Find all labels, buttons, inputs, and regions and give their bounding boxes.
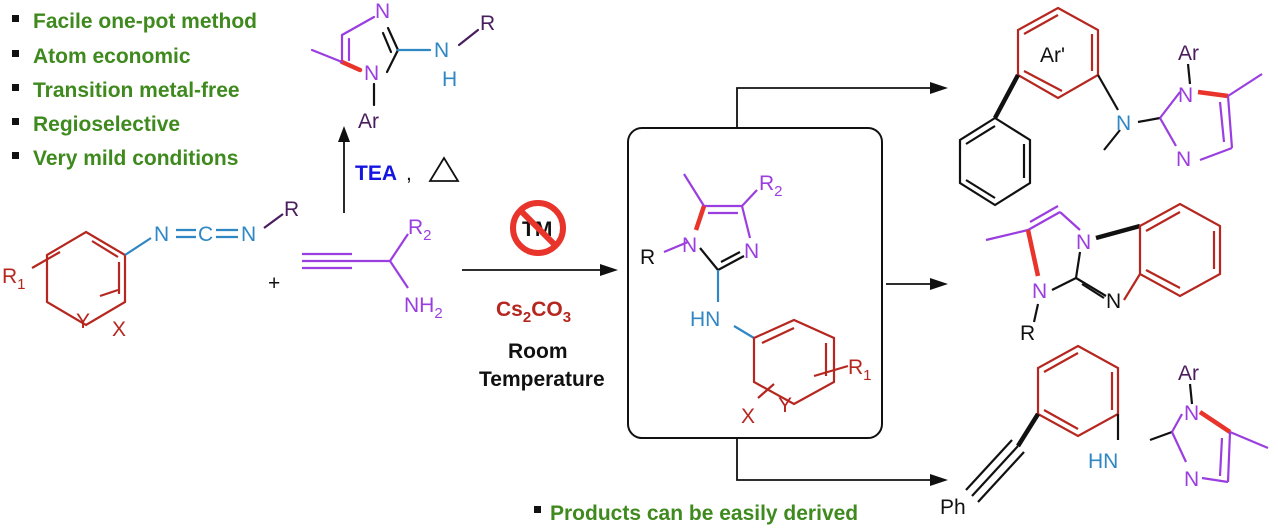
- atom-n: N: [241, 223, 256, 246]
- atom-ph: Ph: [940, 496, 966, 519]
- atom-n: N: [364, 62, 379, 85]
- base-label: Cs2CO3: [496, 298, 571, 326]
- arrow-to-top-product: [736, 87, 930, 128]
- heat-triangle-icon: [428, 156, 460, 182]
- product-biaryl-imidazole: [958, 6, 1263, 207]
- bullet-text: Regioselective: [33, 113, 180, 136]
- arrow-head: [930, 82, 948, 94]
- atom-ar: Ar: [1178, 42, 1199, 65]
- bullet-text: Transition metal-free: [33, 79, 240, 102]
- atom-n: N: [154, 223, 169, 246]
- product-imidazobenzimidazole: [985, 202, 1222, 323]
- arrow-to-bottom-product: [736, 438, 930, 481]
- reaction-arrow-head: [600, 264, 618, 276]
- atom-n: N: [1184, 468, 1199, 491]
- no-transition-metal-icon: TM: [510, 200, 566, 256]
- top-product-molecule: [310, 15, 480, 107]
- core-product-box: [627, 127, 883, 439]
- bottom-bullet-text: Products can be easily derived: [550, 502, 858, 525]
- atom-n: N: [682, 234, 697, 257]
- atom-h: H: [442, 68, 457, 91]
- atom-n: N: [1178, 84, 1193, 107]
- propargylamine-reactant: [302, 233, 409, 289]
- atom-hn: HN: [690, 308, 720, 331]
- atom-r: R: [480, 12, 495, 35]
- tea-separator: ,: [406, 162, 412, 185]
- atom-n: N: [1032, 280, 1047, 303]
- atom-r2: R2: [759, 172, 783, 200]
- atom-n: N: [1184, 402, 1199, 425]
- carbodiimide-reactant: [31, 213, 284, 327]
- atom-x: X: [741, 405, 755, 428]
- bullet-marker: [534, 506, 541, 513]
- atom-ar-prime: Ar': [1040, 44, 1065, 67]
- features-list: Facile one-pot method Atom economic Tran…: [12, 10, 257, 170]
- atom-r: R: [284, 198, 299, 221]
- bullet-text: Facile one-pot method: [33, 10, 257, 33]
- atom-r2: R2: [408, 216, 432, 244]
- bullet-marker: [12, 84, 19, 91]
- bullet-text: Atom economic: [33, 45, 191, 68]
- atom-n: N: [434, 39, 449, 62]
- arrow-head: [930, 278, 948, 290]
- core-product-molecule: [663, 173, 849, 406]
- atom-n: N: [744, 240, 759, 263]
- bullet-marker: [12, 50, 19, 57]
- product-alkynyl-aminoimidazole: [965, 344, 1269, 503]
- bullet-marker: [12, 15, 19, 22]
- bullet-text: Very mild conditions: [33, 147, 238, 170]
- atom-n: N: [375, 0, 390, 23]
- arrow-head: [930, 474, 948, 486]
- atom-nh2: NH2: [404, 294, 443, 322]
- atom-n: N: [1076, 231, 1091, 254]
- atom-hn: HN: [1088, 450, 1118, 473]
- plus-sign: +: [268, 272, 280, 295]
- atom-n: N: [1116, 112, 1131, 135]
- bullet-marker: [12, 152, 19, 159]
- atom-r1: R1: [2, 265, 26, 293]
- temperature-line1: Room: [508, 340, 568, 363]
- atom-r1: R1: [848, 356, 872, 384]
- atom-r: R: [640, 246, 655, 269]
- bullet-marker: [12, 118, 19, 125]
- atom-ar: Ar: [1178, 362, 1199, 385]
- tea-label: TEA: [355, 162, 397, 185]
- atom-ar: Ar: [358, 110, 379, 133]
- atom-n: N: [1176, 148, 1191, 171]
- atom-x: X: [112, 318, 126, 341]
- temperature-line2: Temperature: [479, 368, 605, 391]
- atom-c: C: [198, 223, 213, 246]
- up-arrow-head: [338, 126, 350, 142]
- atom-r: R: [1020, 322, 1035, 345]
- atom-y: Y: [778, 394, 792, 417]
- atom-n: N: [1106, 290, 1121, 313]
- atom-y: Y: [76, 310, 90, 333]
